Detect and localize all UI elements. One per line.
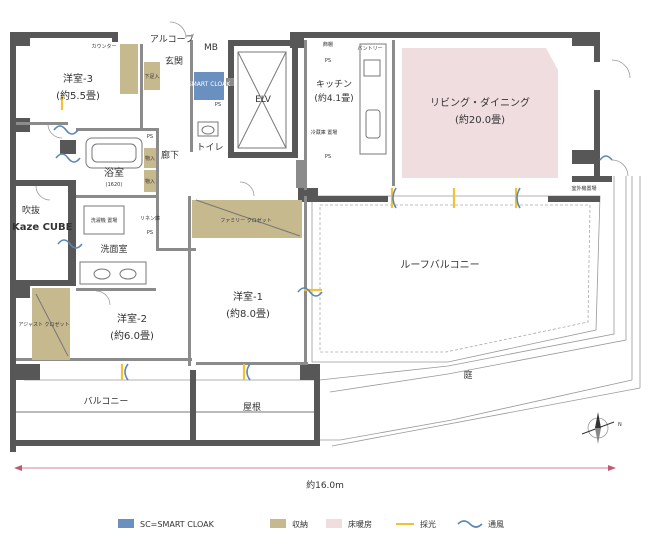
floor-heating-area	[402, 48, 558, 178]
room-western3-name: 洋室-3	[63, 72, 93, 85]
room-toilet-name: トイレ	[196, 143, 223, 153]
garden-outline	[24, 176, 615, 381]
ps-label-2: PS	[147, 230, 153, 236]
garden-rail	[320, 379, 633, 441]
family-closet-label: ファミリー クロゼット	[220, 217, 272, 224]
room-kitchen-size: (約4.1畳)	[314, 92, 353, 104]
roof-balcony-area	[311, 195, 601, 363]
legend-label-storage: 収納	[292, 519, 308, 529]
pantry-label: パントリー	[357, 46, 382, 52]
legend: SC=SMART CLOAK 収納 床暖房 採光 通風	[118, 519, 504, 529]
room-living-name: リビング・ダイニング	[430, 96, 530, 109]
room-kitchen-name: キッチン	[316, 79, 352, 90]
adjust-closet-label: アジャスト クロゼット	[18, 321, 69, 328]
legend-swatch-wind	[457, 520, 483, 528]
legend-label-floor: 床暖房	[348, 519, 372, 529]
legend-swatch-smart	[118, 519, 134, 528]
room-alcove-name: アルコーブ	[150, 33, 194, 45]
counter-storage	[120, 44, 138, 94]
room-western1-size: (約8.0畳)	[226, 307, 270, 320]
smart-cloak-label: SMART CLOAK	[188, 81, 231, 88]
room-balcony-name: バルコニー	[84, 396, 129, 407]
room-mb-name: MB	[204, 43, 218, 53]
room-hallway-name: 廊下	[161, 149, 179, 161]
compass-label: N	[618, 422, 622, 428]
ps-label-1: PS	[147, 134, 153, 140]
ps-label-4: PS	[325, 58, 331, 64]
hall-storage-2	[144, 170, 156, 192]
outdoor-unit-label: 室外機置場	[571, 185, 596, 192]
ps-label-3: PS	[215, 102, 221, 108]
legend-label-light: 採光	[420, 519, 436, 529]
display-shelf-label: 飾棚	[323, 41, 333, 48]
compass-icon: N	[581, 412, 622, 444]
room-western2-size: (約6.0畳)	[110, 329, 154, 342]
room-void-name: 吹抜	[22, 204, 40, 216]
hall-storage-label-2: 物入	[145, 178, 155, 185]
roof-balcony-rail	[319, 204, 591, 353]
legend-swatch-storage	[270, 519, 286, 528]
smart-cloak	[194, 72, 224, 100]
room-western1-name: 洋室-1	[233, 290, 263, 303]
room-roof-name: 屋根	[243, 401, 261, 413]
room-western2-name: 洋室-2	[117, 312, 147, 325]
legend-label-wind: 通風	[488, 519, 504, 529]
shoe-storage-label: 下足入	[144, 74, 159, 80]
room-entrance-name: 玄関	[165, 55, 183, 67]
hall-storage-1	[144, 148, 156, 168]
legend-swatch-floor	[326, 519, 342, 528]
garden-outline-inner	[329, 176, 627, 393]
ps-label-5: PS	[325, 154, 331, 160]
room-roof-balcony-name: ルーフバルコニー	[400, 259, 479, 271]
room-western3-size: (約5.5畳)	[56, 89, 100, 102]
room-void-brand: Kaze CUBE	[12, 222, 73, 233]
room-garden-name: 庭	[463, 369, 472, 381]
room-washroom-name: 洗面室	[100, 243, 127, 255]
linen-label: リネン庫	[140, 215, 160, 222]
shoe-storage	[144, 62, 160, 90]
family-closet	[192, 200, 302, 238]
counter-label: カウンター	[91, 43, 116, 50]
dimension-label: 約16.0m	[306, 479, 344, 491]
fridge-label: 冷蔵庫 置場	[311, 129, 338, 136]
room-elv-name: ELV	[255, 95, 272, 105]
room-bath-size: (1620)	[106, 182, 123, 188]
room-bath-name: 浴室	[104, 166, 124, 179]
hall-storage-label-1: 物入	[145, 155, 155, 162]
washer-label: 洗濯機 置場	[91, 217, 118, 224]
room-living-size: (約20.0畳)	[455, 113, 505, 126]
legend-label-smart: SC=SMART CLOAK	[140, 520, 215, 529]
